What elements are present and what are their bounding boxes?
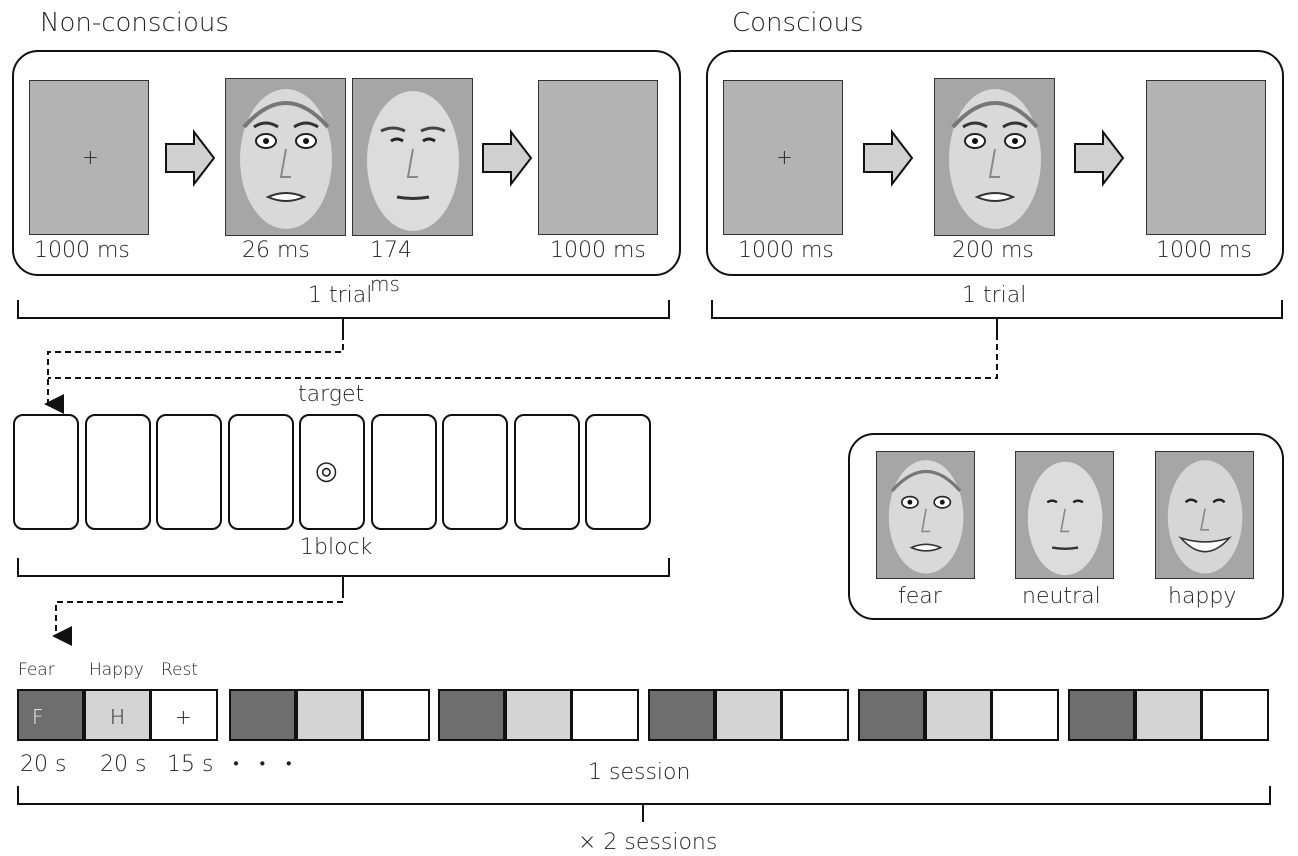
sequence-arrow-icon	[482, 129, 533, 187]
session-cell-happy	[1134, 689, 1202, 741]
session-cell-fear	[648, 689, 715, 741]
session-header-rest: Rest	[161, 660, 199, 680]
example-neutral-face-image	[1015, 451, 1114, 579]
nonconscious-title: Non-conscious	[40, 8, 229, 38]
session-letter-rest: +	[175, 705, 192, 729]
trial-brace-nonconscious	[17, 300, 670, 334]
sequence-arrow-icon	[1074, 129, 1125, 187]
c-blank-duration: 1000 ms	[1156, 238, 1252, 263]
session-header-fear: Fear	[18, 660, 55, 680]
duration-rest: 15 s	[167, 752, 214, 777]
block-card	[156, 414, 222, 530]
trial-brace-conscious	[711, 300, 1283, 334]
block-label: 1block	[300, 535, 373, 560]
nc-neutral-face-image	[352, 78, 473, 236]
nc-neutral-duration: 174	[370, 238, 412, 263]
block-card	[513, 414, 580, 530]
c-fear-face-image	[934, 78, 1055, 236]
session-brace	[17, 786, 1271, 822]
session-cell-happy	[83, 689, 151, 741]
c-fear-duration: 200 ms	[952, 238, 1034, 263]
nc-trial-label: 1 trial	[308, 283, 373, 308]
target-symbol: ◎	[315, 456, 338, 486]
block-card	[442, 414, 508, 530]
session-cell-fear	[858, 689, 925, 741]
session-cell-rest	[1201, 689, 1269, 741]
duration-fear: 20 s	[20, 752, 67, 777]
c-blank-screen	[1146, 80, 1266, 235]
nc-fixation-screen: +	[29, 80, 149, 235]
fixation-cross: +	[776, 145, 793, 169]
example-fear-face-image	[876, 451, 975, 579]
session-letter-fear: F	[32, 705, 44, 729]
nc-blank-duration: 1000 ms	[550, 238, 646, 263]
example-happy-face-image	[1155, 451, 1254, 579]
session-cell-rest	[571, 689, 639, 741]
nc-fixation-duration: 1000 ms	[34, 238, 130, 263]
session-cell-rest	[362, 689, 430, 741]
target-card: ◎	[299, 414, 365, 530]
session-letter-happy: H	[110, 705, 126, 729]
session-cell-fear	[438, 689, 505, 741]
session-cell-fear	[229, 689, 296, 741]
nc-fear-face-image	[225, 78, 346, 236]
session-cell-fear	[1068, 689, 1135, 741]
session-label: 1 session	[588, 760, 691, 785]
session-cell-happy	[714, 689, 782, 741]
block-card	[84, 414, 151, 530]
session-cell-happy	[504, 689, 572, 741]
dashed-connector	[44, 334, 344, 414]
session-cell-rest	[991, 689, 1059, 741]
dashed-connector	[52, 592, 344, 646]
target-label: target	[298, 382, 365, 407]
fixation-cross: +	[82, 145, 99, 169]
session-header-happy: Happy	[89, 660, 144, 680]
example-happy-label: happy	[1168, 584, 1237, 609]
block-card	[13, 414, 79, 530]
sequence-arrow-icon	[863, 129, 914, 187]
block-card	[227, 414, 294, 530]
session-cell-rest	[781, 689, 849, 741]
conscious-title: Conscious	[732, 8, 864, 38]
c-fixation-screen: +	[723, 80, 843, 235]
sequence-arrow-icon	[165, 129, 216, 187]
c-trial-label: 1 trial	[962, 283, 1027, 308]
block-brace	[17, 558, 670, 592]
c-fixation-duration: 1000 ms	[738, 238, 834, 263]
nc-neutral-duration-unit: ms	[370, 272, 400, 296]
nc-blank-screen	[538, 80, 658, 235]
block-card	[585, 414, 651, 530]
repeat-sessions-label: × 2 sessions	[578, 830, 718, 855]
duration-happy: 20 s	[100, 752, 147, 777]
block-card	[370, 414, 437, 530]
session-cell-fear	[17, 689, 84, 741]
example-neutral-label: neutral	[1022, 584, 1101, 609]
nc-fear-duration: 26 ms	[242, 238, 310, 263]
example-fear-label: fear	[898, 584, 942, 609]
continuation-ellipsis: ・ ・ ・	[226, 752, 299, 776]
session-cell-rest	[150, 689, 218, 741]
session-cell-happy	[924, 689, 992, 741]
session-cell-happy	[295, 689, 363, 741]
dashed-connector	[48, 334, 998, 379]
